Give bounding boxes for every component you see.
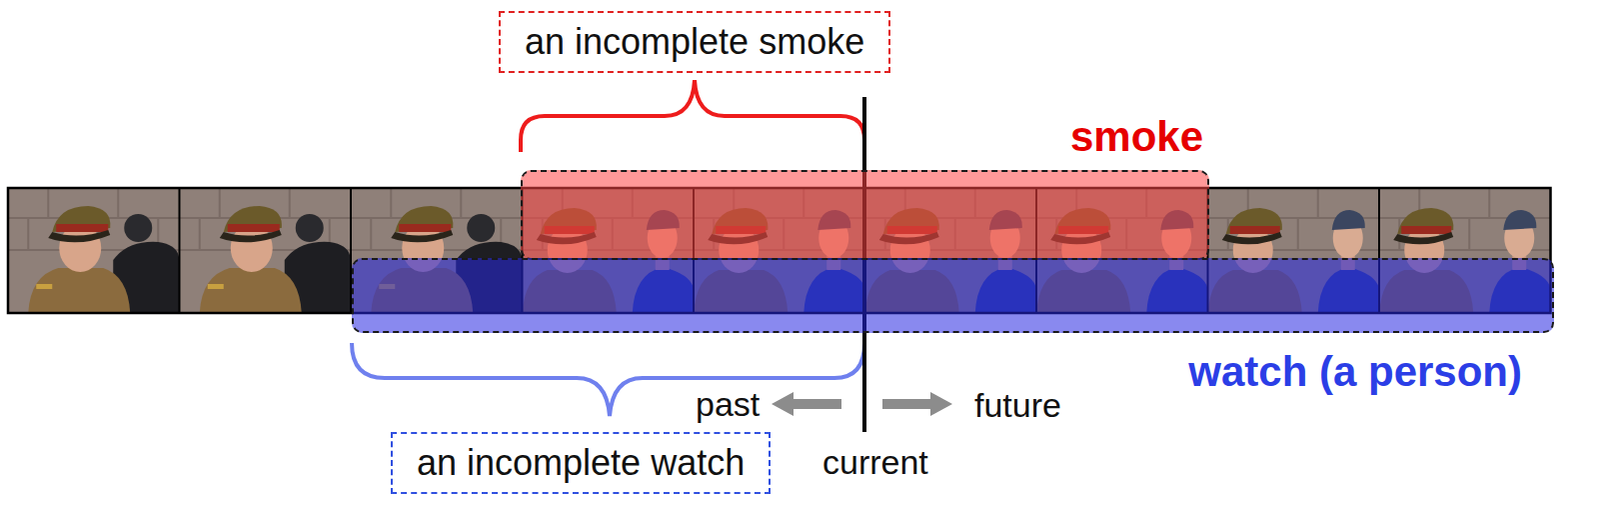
callout-text: an incomplete watch	[416, 441, 745, 484]
film-frame	[179, 187, 351, 313]
action-band: smoke	[520, 169, 1210, 260]
callout-box: an incomplete watch	[390, 431, 771, 494]
past-arrow-shaft	[789, 398, 842, 409]
past-arrow-head	[771, 391, 794, 416]
action-label: smoke	[522, 112, 1208, 161]
callout-box: an incomplete smoke	[498, 10, 891, 73]
direction-label: future	[974, 384, 1062, 425]
direction-label: past	[695, 383, 760, 424]
action-band: watch (a person)	[351, 257, 1555, 333]
action-label: watch (a person)	[353, 347, 1553, 396]
time-label: current	[822, 441, 929, 482]
future-arrow-head	[930, 391, 953, 416]
future-arrow-shaft	[882, 398, 935, 409]
film-frame	[7, 187, 179, 313]
curly-bracket	[351, 342, 865, 416]
curly-bracket	[520, 79, 865, 152]
callout-text: an incomplete smoke	[524, 20, 865, 63]
